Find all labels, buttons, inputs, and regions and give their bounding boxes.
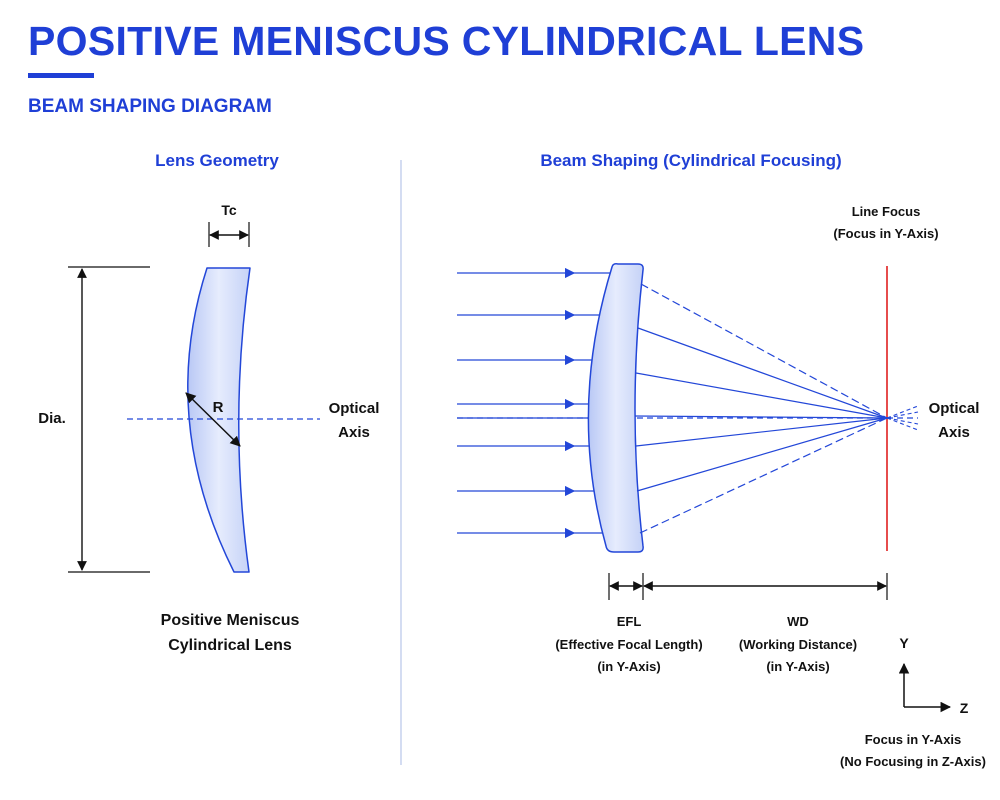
line-focus-label-line1: Line Focus [852, 204, 921, 219]
converging-ray [635, 417, 888, 447]
radius-arrow [185, 392, 241, 447]
y-axis-label: Y [899, 635, 909, 651]
tc-label: Tc [221, 202, 237, 218]
lens-caption-line1: Positive Meniscus [161, 612, 300, 629]
diverging-rays [886, 405, 919, 431]
meniscus-lens-shape [187, 267, 251, 573]
efl-description-line1: (Effective Focal Length) [555, 637, 702, 652]
converging-ray [639, 417, 888, 534]
beam-lens-shape [587, 263, 644, 553]
optical-axis-label-left-line2: Axis [338, 424, 370, 441]
lens-geometry-heading: Lens Geometry [155, 151, 279, 170]
converging-ray [636, 417, 888, 492]
wd-description-line2: (in Y-Axis) [766, 659, 829, 674]
page-title: POSITIVE MENISCUS CYLINDRICAL LENS [28, 18, 865, 64]
radius-label: R [213, 399, 224, 416]
converging-rays [634, 283, 888, 534]
lens-caption-line2: Cylindrical Lens [168, 637, 292, 654]
efl-label: EFL [617, 614, 642, 629]
converging-ray [640, 283, 888, 419]
page-subtitle: BEAM SHAPING DIAGRAM [28, 96, 272, 117]
efl-description-line2: (in Y-Axis) [597, 659, 660, 674]
focus-note-line1: Focus in Y-Axis [865, 732, 962, 747]
wd-label: WD [787, 614, 809, 629]
beam-shaping-heading: Beam Shaping (Cylindrical Focusing) [540, 151, 841, 170]
focus-note-line2: (No Focusing in Z-Axis) [840, 754, 986, 769]
optical-axis-label-left-line1: Optical [329, 400, 380, 417]
optical-axis-label-right-line1: Optical [929, 400, 980, 417]
wd-description-line1: (Working Distance) [739, 637, 857, 652]
z-axis-label: Z [960, 700, 969, 716]
dia-label: Dia. [38, 410, 66, 427]
line-focus-label-line2: (Focus in Y-Axis) [833, 226, 938, 241]
converging-ray [637, 327, 888, 419]
optical-axis-label-right-line2: Axis [938, 424, 970, 441]
converging-ray [635, 372, 888, 419]
converging-ray [634, 415, 888, 419]
title-underline [28, 73, 94, 78]
